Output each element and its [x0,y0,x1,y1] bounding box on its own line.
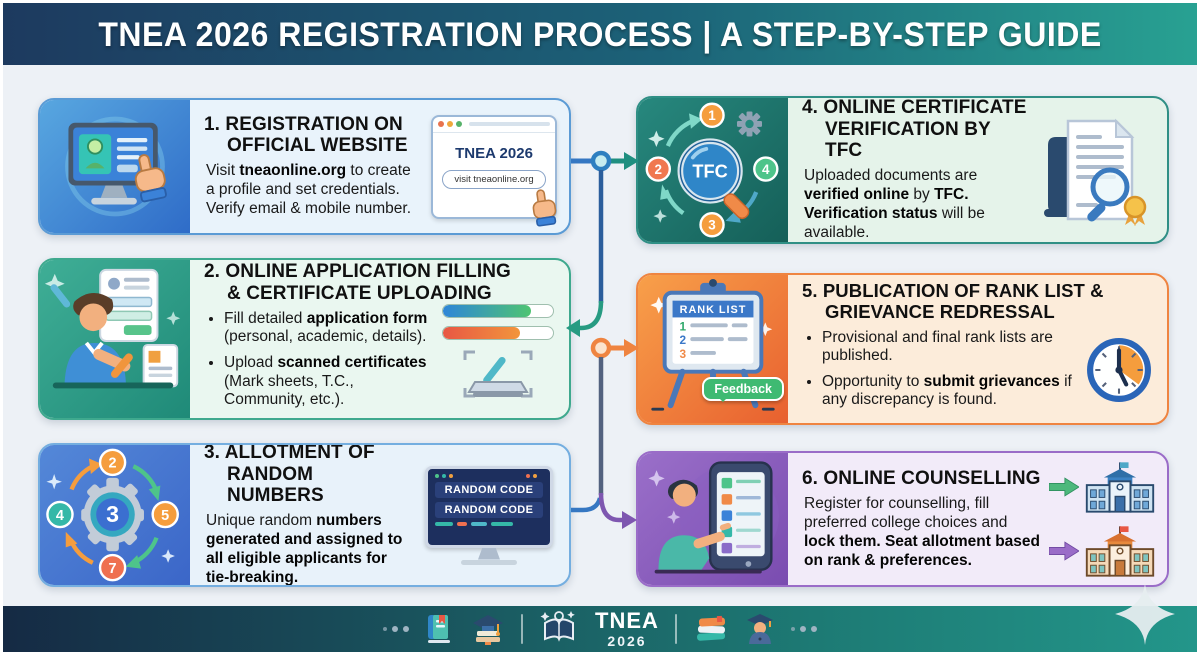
feedback-bubble: Feedback [702,377,784,402]
bullet-item: Fill detailed application form (personal… [224,310,439,347]
monitor-profile-icon [65,116,167,217]
step-1-illustration [40,100,190,233]
dots-left [383,626,410,632]
scanner-icon [463,350,533,398]
svg-text:1: 1 [679,319,686,333]
random-code-row: RANDOM CODE [435,501,543,518]
ribbon-seal-icon [1123,195,1147,226]
random-number-wheel-icon: 3 2 4 5 7 [46,448,179,582]
clock-icon [1087,337,1151,402]
verified-document-icon [1044,118,1147,226]
step-2-illustration [40,260,190,418]
step-5-bullets: Provisional and final rank lists are pub… [802,329,1081,417]
green-arrow-icon [1049,477,1079,497]
college-building-orange-icon [1085,526,1155,577]
hand-cursor-icon [134,154,167,203]
footer-bar: TNEA 2026 [3,606,1197,652]
step-2-title: 2. ONLINE APPLICATION FILLING& CERTIFICA… [204,261,511,304]
svg-text:2: 2 [109,456,117,472]
tfc-verification-icon: TFC 1 2 3 4 [645,102,779,238]
svg-text:5: 5 [161,508,169,524]
svg-text:3: 3 [708,218,715,233]
random-code-monitor: RANDOM CODE RANDOM CODE [425,465,553,565]
book-icon [428,615,451,643]
browser-dot-red [438,121,444,127]
svg-text:TFC: TFC [692,161,727,182]
step-6-illustration [638,453,788,585]
footer-separator [521,614,524,644]
arrow-to-step2 [566,319,580,337]
arrow-to-step4 [624,152,639,170]
hand-cursor-icon [532,188,557,227]
person-tablet-icon [648,461,779,574]
flow-node-2 [590,337,612,359]
step-2-bullets: Fill detailed application form (personal… [204,310,439,417]
svg-text:2: 2 [655,162,662,177]
mini-browser-window: TNEA 2026 visit tneaonline.org [431,114,557,227]
flow-node-1 [590,150,612,172]
browser-dot-yellow [447,121,453,127]
svg-text:3: 3 [679,347,686,361]
step-3-description: Unique random numbers generated and assi… [206,512,403,586]
arrow-to-step6 [622,511,637,529]
svg-text:RANK LIST: RANK LIST [680,304,747,316]
purple-arrow-icon [1049,541,1079,561]
graduate-student-icon [746,614,773,644]
bullet-item: Provisional and final rank lists are pub… [822,329,1081,366]
step-3-illustration: 3 2 4 5 7 [40,445,190,585]
gear-icon: 3 [81,477,144,552]
college-building-blue-icon [1085,462,1155,513]
browser-dot-green [456,121,462,127]
step-6-card: 6. ONLINE COUNSELLING Register for couns… [636,451,1169,587]
step-4-description: Uploaded documents are verified online b… [804,167,985,241]
tnea-crest-icon [540,611,575,642]
header-bar: TNEA 2026 REGISTRATION PROCESS | A STEP-… [3,3,1197,65]
step-3-card: 3 2 4 5 7 [38,443,571,587]
svg-text:4: 4 [56,508,64,524]
step-2-card: 2. ONLINE APPLICATION FILLING& CERTIFICA… [38,258,571,420]
step-1-description: Visit tneaonline.org to create a profile… [206,162,412,218]
browser-url-pill: visit tneaonline.org [442,169,546,189]
arrow-to-step5 [624,339,639,357]
stacked-books-icon [696,615,725,641]
svg-text:1: 1 [708,108,716,123]
svg-text:7: 7 [109,561,117,577]
step-4-illustration: TFC 1 2 3 4 [638,98,788,242]
svg-text:3: 3 [106,501,119,527]
graduation-cap-books-icon [473,615,504,645]
magnifier-tfc-icon: TFC [677,138,750,220]
sparkle-star-icon [1115,583,1175,645]
browser-site-title: TNEA 2026 [455,144,533,162]
footer-separator [674,614,677,644]
step-6-description: Register for counselling, fill preferred… [804,494,1041,569]
footer-brand: TNEA 2026 [595,608,659,649]
svg-text:4: 4 [762,162,770,177]
step-5-illustration: RANK LIST 1 2 3 [638,275,788,423]
bullet-item: Upload scanned certificates (Mark sheets… [224,354,439,410]
progress-bar-2 [442,325,554,340]
step-6-title: 6. ONLINE COUNSELLING [802,467,1041,489]
gear-icon [737,111,762,137]
college-options [1049,460,1157,578]
svg-text:2: 2 [679,333,686,347]
step-5-card: RANK LIST 1 2 3 [636,273,1169,425]
random-code-row: RANDOM CODE [435,481,543,498]
browser-address-bar [469,122,550,126]
progress-bar-1 [442,303,554,318]
step-5-title: 5. PUBLICATION OF RANK LIST &GRIEVANCE R… [802,280,1104,322]
flow-connectors [566,150,639,529]
person-filling-form-icon [44,268,181,389]
page-title: TNEA 2026 REGISTRATION PROCESS | A STEP-… [98,14,1102,53]
dots-right [790,626,817,632]
browser-titlebar [433,117,555,133]
bullet-item: Opportunity to submit grievances if any … [822,373,1081,410]
